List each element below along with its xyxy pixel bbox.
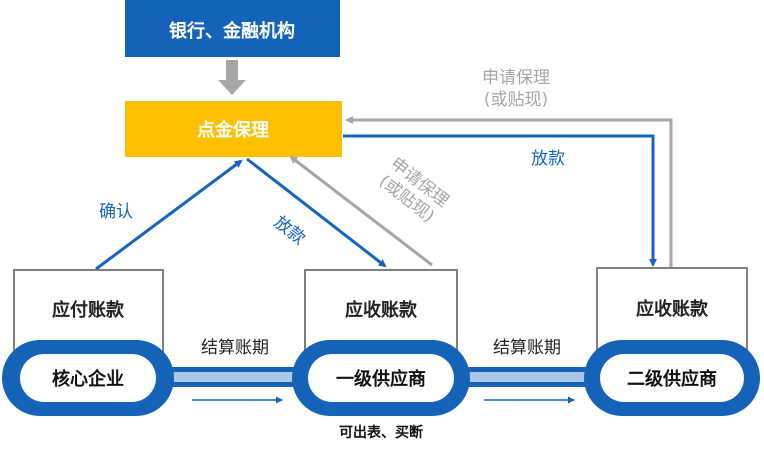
tier2-supplier-node: 二级供应商	[584, 340, 760, 416]
disburse-arrow-1	[246, 157, 387, 268]
payable-box-label: 应付账款	[52, 299, 125, 321]
core-enterprise-label: 核心企业	[52, 368, 124, 390]
receivable-box-2-label: 应收账款	[636, 298, 709, 320]
tier2-supplier-label: 二级供应商	[627, 368, 717, 390]
disburse-label-2: 放款	[531, 149, 565, 169]
apply-arrow-2	[345, 116, 673, 267]
bank-label: 银行、金融机构	[169, 20, 295, 42]
apply-label-1: 申请保理 (或贴现)	[375, 154, 452, 227]
footnote: 可出表、买断	[339, 424, 423, 441]
chain-link-1-highlight	[150, 372, 320, 382]
confirm-label: 确认	[99, 202, 133, 222]
factoring-label: 点金保理	[197, 119, 269, 141]
tier1-supplier-label: 一级供应商	[336, 368, 426, 390]
settlement-label-2: 结算账期	[493, 338, 561, 358]
settlement-label-1: 结算账期	[201, 338, 269, 358]
disburse-arrow-2	[343, 134, 657, 267]
disburse-label-1: 放款	[270, 212, 309, 249]
bank-to-factoring-arrow	[218, 60, 246, 95]
core-enterprise-node: 核心企业	[2, 340, 174, 416]
apply-label-2-line2: (或贴现)	[484, 90, 548, 110]
apply-arrow-1	[289, 155, 433, 267]
apply-label-2-line1: 申请保理	[482, 68, 550, 88]
confirm-arrow	[95, 159, 243, 271]
bank-node: 银行、金融机构	[125, 0, 340, 57]
chain-link-2-highlight	[442, 372, 612, 382]
factoring-node: 点金保理	[125, 101, 342, 157]
tier1-supplier-node: 一级供应商	[292, 340, 470, 416]
receivable-box-1-label: 应收账款	[345, 299, 418, 321]
